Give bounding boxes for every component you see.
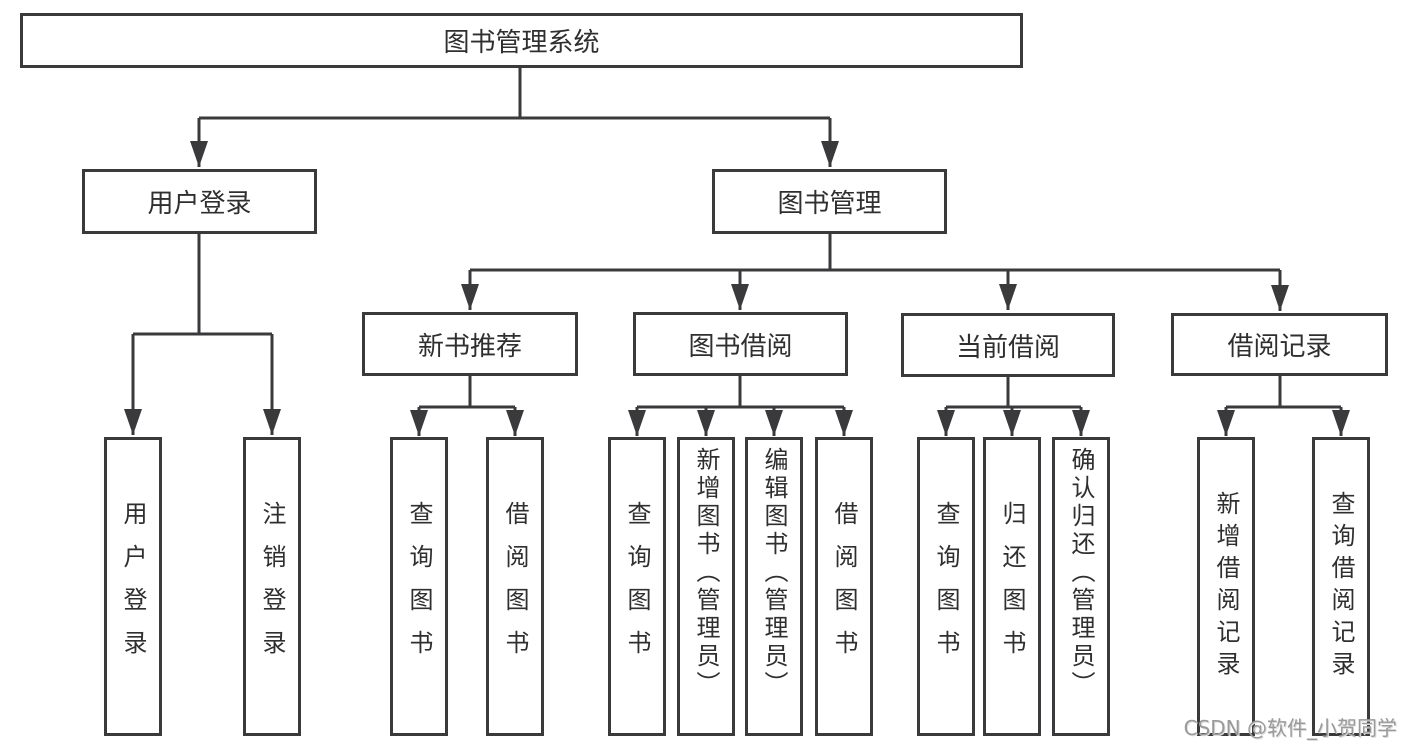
leaf-logout: 注销登录: [243, 437, 301, 736]
leaf-add-books-admin: 新增图书（管理员）: [677, 437, 735, 736]
leaf-return-books: 归还图书: [983, 437, 1041, 736]
leaf-user-login: 用户登录: [104, 437, 162, 736]
leaf-query-borrow-record: 查询借阅记录: [1312, 437, 1370, 736]
node-borrow-records: 借阅记录: [1171, 313, 1388, 376]
node-library-system: 图书管理系统: [20, 13, 1023, 68]
watermark: CSDN @软件_小贺同学: [1183, 716, 1397, 740]
leaf-query-books-current: 查询图书: [917, 437, 975, 736]
leaf-query-books-recommend: 查询图书: [390, 437, 448, 736]
node-book-management: 图书管理: [712, 169, 947, 234]
leaf-edit-books-admin: 编辑图书（管理员）: [745, 437, 803, 736]
node-current-borrow: 当前借阅: [901, 313, 1115, 377]
node-new-book-recommend: 新书推荐: [362, 312, 578, 376]
leaf-confirm-return-admin: 确认归还（管理员）: [1052, 437, 1110, 736]
leaf-add-borrow-record: 新增借阅记录: [1197, 437, 1255, 736]
leaf-borrow-books-recommend: 借阅图书: [486, 437, 544, 736]
leaf-borrow-books: 借阅图书: [815, 437, 873, 736]
node-user-login: 用户登录: [82, 169, 317, 234]
node-book-borrow: 图书借阅: [633, 312, 848, 376]
leaf-query-books-borrow: 查询图书: [608, 437, 666, 736]
